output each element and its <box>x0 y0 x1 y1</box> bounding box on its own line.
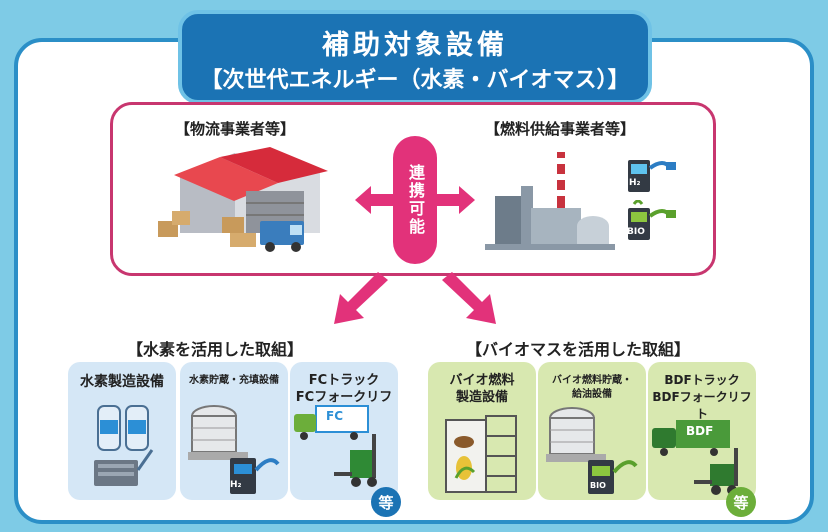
bio-pump-icon <box>628 200 676 240</box>
hydrogen-pump-text: H₂ <box>629 178 641 188</box>
factory-icon <box>485 152 615 250</box>
logistics-label: 【物流事業者等】 <box>175 120 296 138</box>
card-label-line1: FCトラック <box>308 373 380 388</box>
bdf-badge: BDF <box>686 424 714 438</box>
card-label-line1: BDFトラック <box>664 373 740 387</box>
hydrogen-pump-text: H₂ <box>230 480 242 490</box>
bio-fuel-storage-card: バイオ燃料貯蔵・ 給油設備 BIO <box>538 362 646 500</box>
bio-storage-tank-icon <box>546 407 638 494</box>
page-title: 補助対象設備 <box>322 30 508 61</box>
arrow-down-right-icon <box>442 272 496 324</box>
fc-truck-icon <box>294 405 377 487</box>
card-label: バイオ燃料 製造設備 <box>428 372 536 406</box>
cooperation-badge: 連携可能 <box>393 136 437 264</box>
card-label: BDFトラック BDFフォークリフト <box>648 372 756 423</box>
card-label: バイオ燃料貯蔵・ 給油設備 <box>538 374 646 402</box>
bdf-truck-icon <box>652 420 738 495</box>
card-label: 水素貯蔵・充填設備 <box>189 375 279 386</box>
card-label-line2: BDFフォークリフト <box>652 390 752 421</box>
title-banner: 補助対象設備 【次世代エネルギー（水素・バイオマス）】 <box>178 10 652 104</box>
arrow-down-left-icon <box>334 272 388 324</box>
hydrogen-tank-icon <box>94 405 154 486</box>
bio-plant-icon <box>445 415 517 493</box>
hydrogen-heading: 【水素を活用した取組】 <box>127 340 304 359</box>
fc-vehicle-card: FCトラック FCフォークリフト FC <box>290 362 398 500</box>
hydrogen-pump-icon <box>628 160 676 192</box>
storage-tank-icon <box>188 405 280 494</box>
biomass-heading: 【バイオマスを活用した取組】 <box>466 340 691 359</box>
card-label-line2: 給油設備 <box>572 389 612 400</box>
card-label-line1: バイオ燃料 <box>449 373 515 388</box>
card-label: 水素製造設備 <box>80 374 164 390</box>
fuel-supplier-label: 【燃料供給事業者等】 <box>485 120 636 138</box>
bio-pump-text: BIO <box>590 481 606 490</box>
card-label-line1: バイオ燃料貯蔵・ <box>552 375 632 386</box>
bio-pump-text: BIO <box>627 227 645 237</box>
page-subtitle: 【次世代エネルギー（水素・バイオマス）】 <box>200 68 630 93</box>
bdf-vehicle-card: BDFトラック BDFフォークリフト BDF <box>648 362 756 500</box>
bio-fuel-production-card: バイオ燃料 製造設備 <box>428 362 536 500</box>
hydrogen-storage-card: 水素貯蔵・充填設備 H₂ <box>180 362 288 500</box>
biomass-etc-badge: 等 <box>726 487 756 517</box>
hydrogen-etc-badge: 等 <box>371 487 401 517</box>
warehouse-icon <box>158 147 328 252</box>
fc-badge: FC <box>326 409 344 423</box>
hydrogen-production-card: 水素製造設備 <box>68 362 176 500</box>
card-label-line2: 製造設備 <box>455 390 508 405</box>
